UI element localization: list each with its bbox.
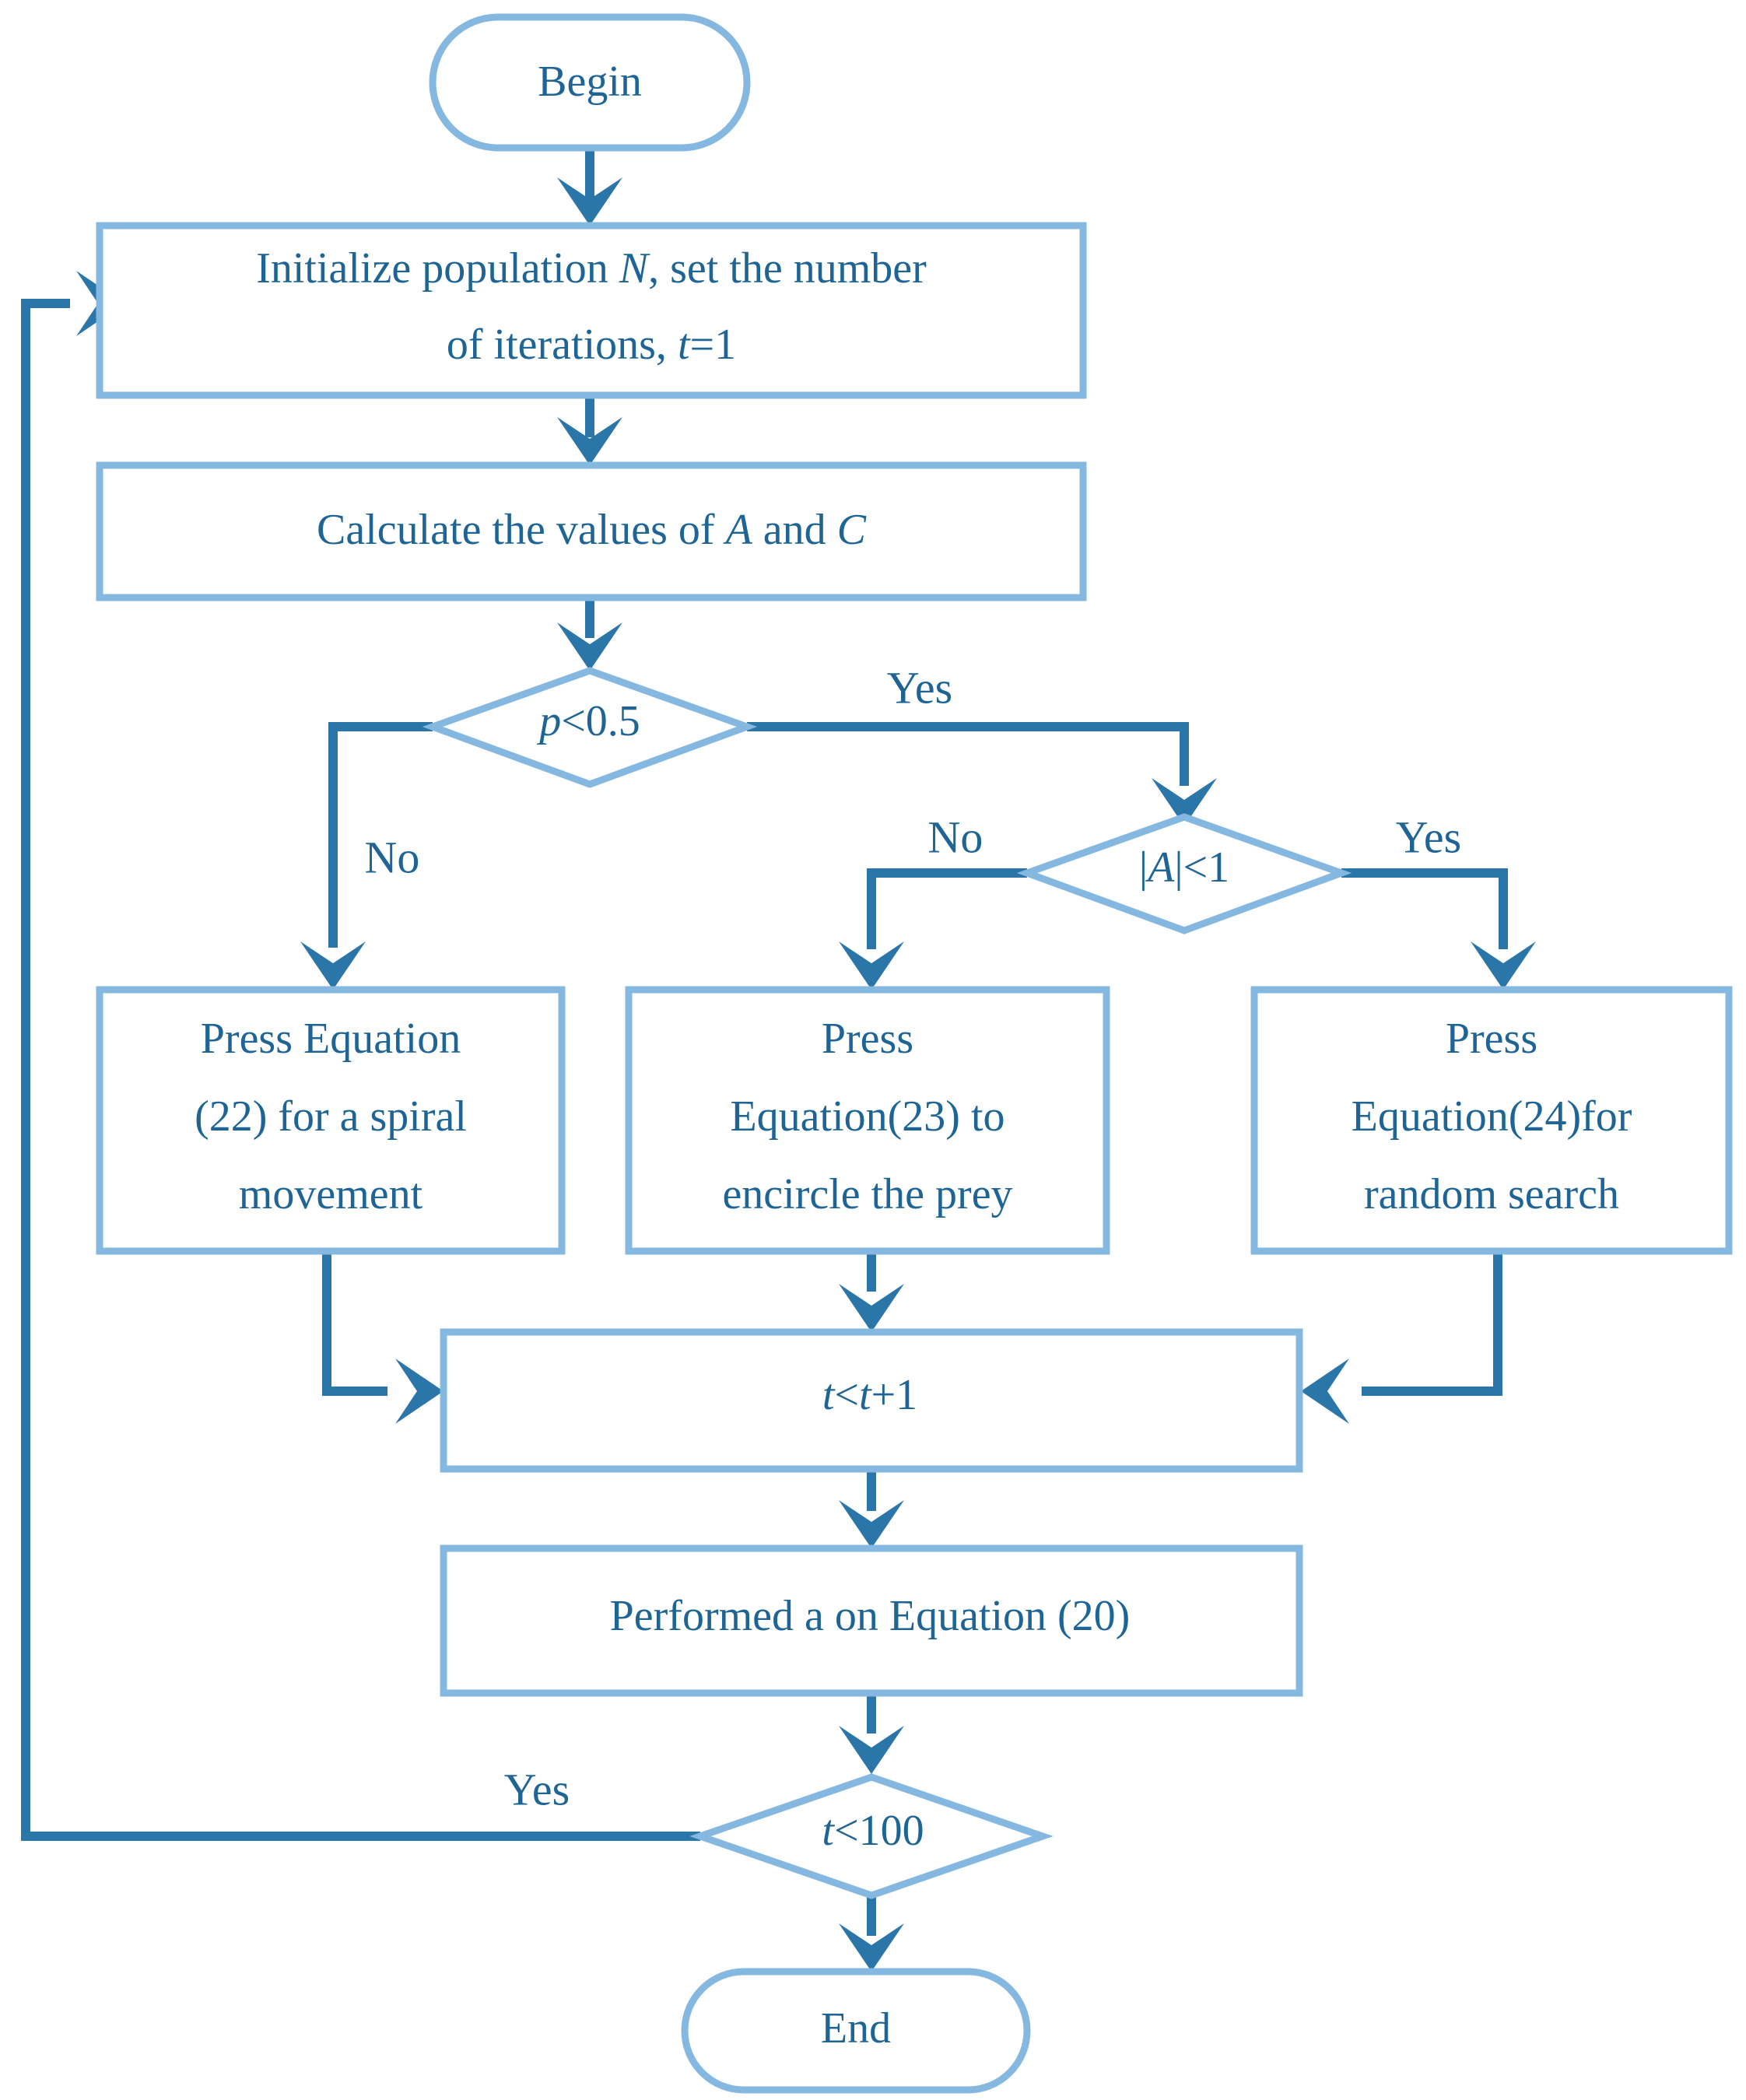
edge-label-p-yes: Yes xyxy=(887,662,952,713)
node-eq23-line1: Press xyxy=(822,1015,913,1063)
connector-calc-to-decision-p xyxy=(557,598,622,671)
node-end-label: End xyxy=(821,2004,891,2053)
node-eq22-line2: (22) for a spiral xyxy=(195,1092,467,1141)
connector-eq23-to-increment xyxy=(839,1251,904,1332)
connector-performed-to-decision-t xyxy=(839,1693,904,1774)
connector-increment-to-performed xyxy=(839,1469,904,1548)
node-eq23-line3: encircle the prey xyxy=(722,1170,1012,1218)
connector-a-yes-to-eq24 xyxy=(1341,868,1536,990)
node-increment-t[interactable]: t<t+1 xyxy=(440,1328,1303,1473)
node-performed-label: Performed a on Equation (20) xyxy=(610,1592,1131,1640)
node-end[interactable]: End xyxy=(681,1968,1031,2094)
connector-p-no-to-eq22 xyxy=(300,722,433,990)
node-press-equation-23[interactable]: Press Equation(23) to encircle the prey xyxy=(625,986,1110,1255)
connector-init-to-calc xyxy=(557,395,622,465)
node-begin[interactable]: Begin xyxy=(429,13,751,152)
node-eq24-line2: Equation(24)for xyxy=(1352,1092,1632,1141)
node-decision-p-lt-half[interactable]: p<0.5 xyxy=(422,667,758,788)
node-eq24-line1: Press xyxy=(1446,1015,1537,1063)
edge-label-a-yes: Yes xyxy=(1396,812,1461,862)
node-calculate-values[interactable]: Calculate the values of A and C xyxy=(96,461,1087,601)
node-decision-p-label: p<0.5 xyxy=(536,697,640,745)
edge-label-p-no: No xyxy=(365,832,420,882)
node-begin-label: Begin xyxy=(538,58,642,106)
node-eq24-line3: random search xyxy=(1364,1170,1619,1218)
node-initialize-line2: of iterations, t=1 xyxy=(447,321,736,369)
node-initialize-line1: Initialize population N, set the number xyxy=(256,244,927,293)
connector-p-yes-to-decision-a xyxy=(747,722,1217,826)
connector-t-yes-feedback-to-init xyxy=(21,271,700,1841)
connector-eq22-to-increment xyxy=(322,1251,444,1424)
node-decision-t-lt-100[interactable]: t<100 xyxy=(689,1773,1054,1899)
node-eq22-line1: Press Equation xyxy=(201,1015,461,1063)
edge-label-t-yes: Yes xyxy=(504,1764,570,1814)
node-decision-t-label: t<100 xyxy=(822,1807,924,1855)
node-calculate-label: Calculate the values of A and C xyxy=(317,506,867,554)
connector-eq24-to-increment xyxy=(1301,1251,1502,1424)
node-eq23-line2: Equation(23) to xyxy=(730,1092,1004,1141)
connector-a-no-to-eq23 xyxy=(839,868,1027,990)
edge-label-a-no: No xyxy=(928,812,983,862)
node-decision-abs-a-lt-one[interactable]: |A|<1 xyxy=(1016,813,1352,934)
node-press-equation-22[interactable]: Press Equation (22) for a spiral movemen… xyxy=(96,986,566,1255)
node-decision-a-label: |A|<1 xyxy=(1139,843,1229,892)
connector-decision-t-to-end xyxy=(839,1895,904,1972)
node-increment-label: t<t+1 xyxy=(822,1371,917,1419)
node-press-equation-24[interactable]: Press Equation(24)for random search xyxy=(1250,986,1733,1255)
node-performed-equation-20[interactable]: Performed a on Equation (20) xyxy=(440,1544,1303,1697)
node-initialize-population[interactable]: Initialize population N, set the number … xyxy=(96,222,1087,399)
connector-begin-to-init xyxy=(557,148,622,226)
node-eq22-line3: movement xyxy=(239,1170,423,1218)
